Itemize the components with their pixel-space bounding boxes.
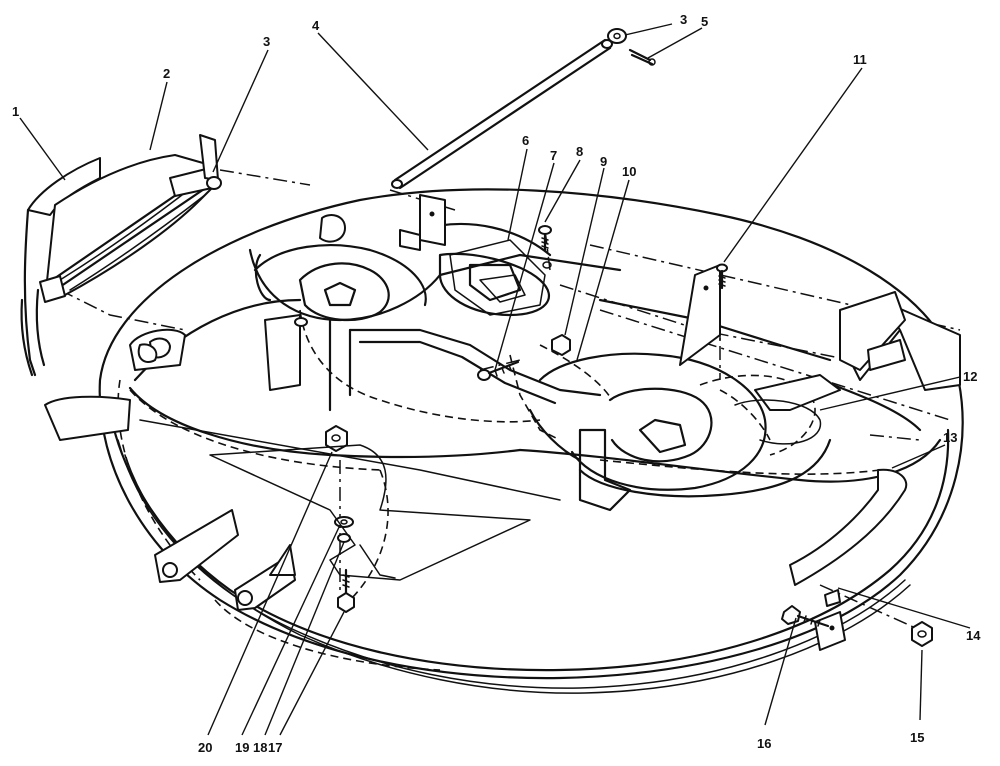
callout-12: 12 xyxy=(963,369,977,384)
bolt-7 xyxy=(477,360,520,381)
part-chute-guard xyxy=(20,157,101,377)
washer-3-left xyxy=(206,176,222,190)
part-rod xyxy=(391,38,613,190)
washer-19-18 xyxy=(334,516,354,543)
part-wheel-bracket-plate xyxy=(209,444,531,581)
cotter-pin-5 xyxy=(628,48,656,66)
callout-10: 10 xyxy=(622,164,636,179)
callout-2: 2 xyxy=(163,66,170,81)
leader-lines xyxy=(19,23,971,736)
callout-9: 9 xyxy=(600,154,607,169)
callout-19: 19 xyxy=(235,740,249,755)
callout-1: 1 xyxy=(12,104,19,119)
callout-5: 5 xyxy=(701,14,708,29)
nut-15 xyxy=(911,621,933,647)
part-shield-13 xyxy=(789,468,908,586)
deck-top-ribs xyxy=(139,222,922,512)
nut-20 xyxy=(325,425,348,452)
part-6-plate xyxy=(449,239,546,316)
bolt-8 xyxy=(538,225,552,269)
part-discharge-deflector xyxy=(39,134,219,303)
callout-15: 15 xyxy=(910,730,924,745)
clip-bracket xyxy=(814,589,846,651)
callout-3-top: 3 xyxy=(680,12,687,27)
nut-9 xyxy=(551,334,571,356)
callout-7: 7 xyxy=(550,148,557,163)
callout-18: 18 xyxy=(253,740,267,755)
callout-8: 8 xyxy=(576,144,583,159)
callout-16: 16 xyxy=(757,736,771,751)
callout-13: 13 xyxy=(943,430,957,445)
part-baffle-11 xyxy=(679,263,728,366)
callout-14: 14 xyxy=(966,628,981,643)
part-right-rail xyxy=(839,291,906,371)
part-left-bracket xyxy=(44,314,308,441)
part-lift-arms xyxy=(154,509,296,611)
callouts: 1 2 3 3 4 5 6 7 8 9 10 11 12 13 14 15 16… xyxy=(12,12,981,755)
callout-17: 17 xyxy=(268,740,282,755)
part-rod-bracket xyxy=(319,194,446,251)
washer-3-top xyxy=(607,28,627,44)
bolt-17 xyxy=(337,568,355,613)
callout-3: 3 xyxy=(263,34,270,49)
callout-11: 11 xyxy=(853,52,867,67)
callout-6: 6 xyxy=(522,133,529,148)
callout-4: 4 xyxy=(312,18,320,33)
callout-20: 20 xyxy=(198,740,212,755)
